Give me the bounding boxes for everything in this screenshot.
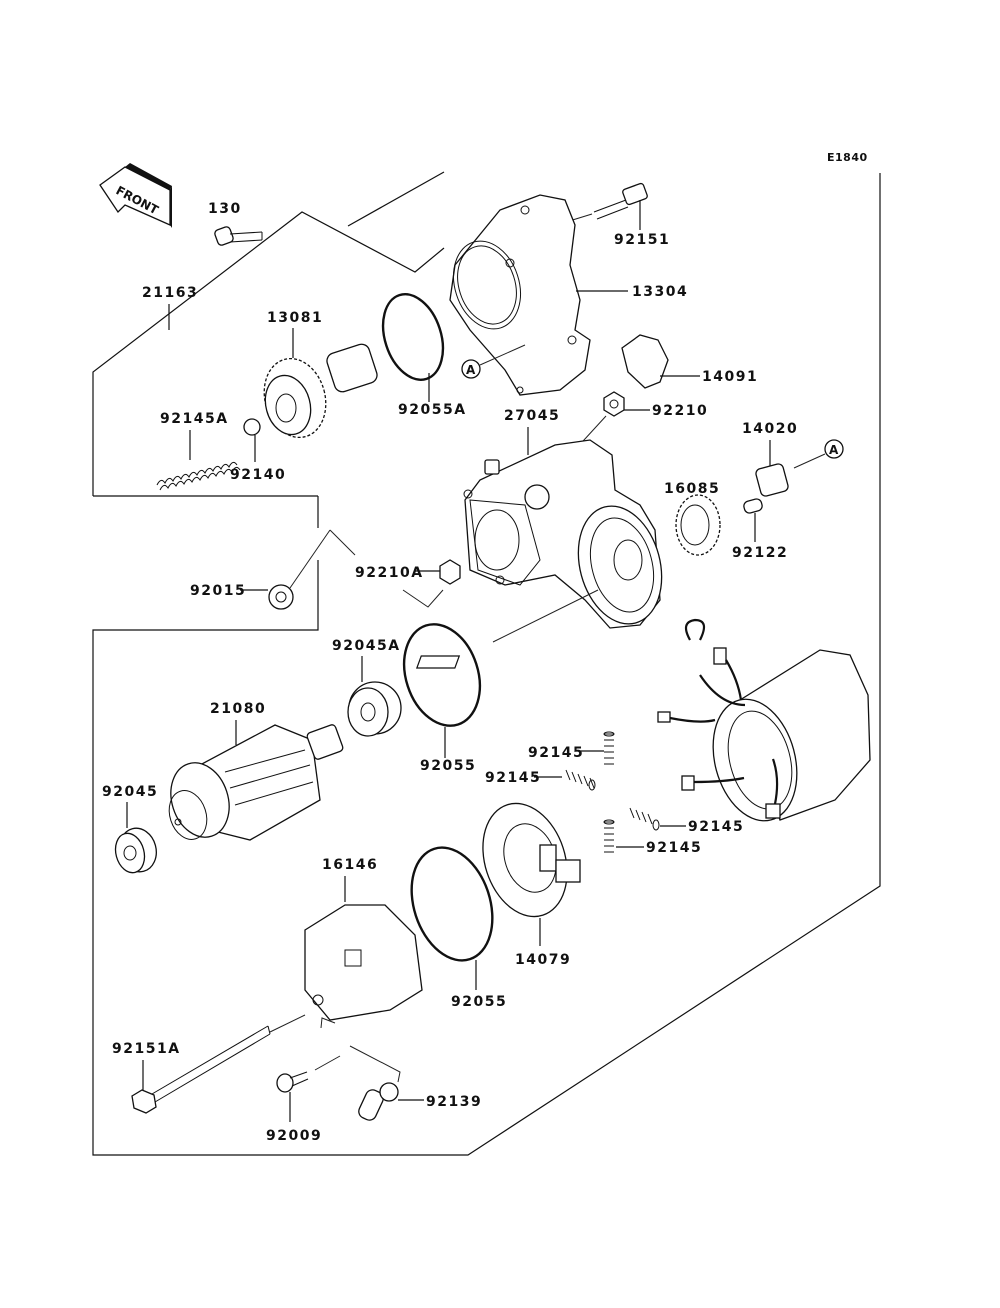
part-92210A-nut: 92210A bbox=[355, 559, 461, 608]
reference-marker-a-label: A bbox=[466, 363, 476, 377]
reference-marker-a-2 bbox=[824, 439, 844, 459]
reference-marker-a bbox=[461, 359, 481, 379]
label-21080: 21080 bbox=[210, 701, 266, 717]
part-92055-o-ring-lower: 92055 bbox=[410, 846, 507, 1010]
label-92055-upper: 92055 bbox=[420, 758, 476, 774]
part-92015-nut: 92015 bbox=[190, 529, 356, 610]
part-16085-idler-gear: 16085 bbox=[664, 481, 721, 556]
part-92140-ball: 92140 bbox=[230, 418, 286, 483]
label-21163: 21163 bbox=[142, 285, 198, 301]
label-14091: 14091 bbox=[702, 369, 758, 385]
part-92145-spring-2: 92145 bbox=[485, 769, 596, 791]
label-14079: 14079 bbox=[515, 952, 571, 968]
part-92145-spring-1: 92145 bbox=[528, 731, 615, 765]
part-21080-armature: 21080 bbox=[168, 701, 344, 841]
part-92145-spring-3: 92145 bbox=[629, 807, 744, 835]
part-92045A-bearing: 92045A bbox=[332, 638, 402, 737]
label-92145-2: 92145 bbox=[485, 770, 541, 786]
part-130-bolt: 130 bbox=[208, 201, 263, 246]
label-92151: 92151 bbox=[614, 232, 670, 248]
part-92009-screw: 92009 bbox=[266, 1055, 341, 1144]
label-92145-3: 92145 bbox=[688, 819, 744, 835]
label-16085: 16085 bbox=[664, 481, 720, 497]
part-27045-solenoid-housing: 27045 bbox=[463, 408, 663, 643]
label-16146: 16146 bbox=[322, 857, 378, 873]
diagram-code: E1840 bbox=[827, 151, 868, 164]
label-92045: 92045 bbox=[102, 784, 158, 800]
label-92015: 92015 bbox=[190, 583, 246, 599]
part-92145-spring-4: 92145 bbox=[603, 819, 702, 856]
part-14079-brush-holder: 14079 bbox=[482, 802, 581, 968]
label-130: 130 bbox=[208, 201, 242, 217]
label-13304: 13304 bbox=[632, 284, 688, 300]
part-14020-pinion: 14020 A bbox=[742, 421, 844, 497]
part-92122-pin: 92122 bbox=[732, 498, 788, 561]
label-92140: 92140 bbox=[230, 467, 286, 483]
label-92055A: 92055A bbox=[398, 402, 467, 418]
part-92139-terminal-bolt: 92139 bbox=[320, 1017, 482, 1121]
label-92210: 92210 bbox=[652, 403, 708, 419]
reference-marker-a-2-label: A bbox=[829, 443, 839, 457]
part-92055A-o-ring: 92055A bbox=[381, 293, 467, 418]
part-92045-bearing: 92045 bbox=[102, 784, 158, 874]
part-yoke-assembly bbox=[415, 618, 871, 822]
assembly-frame bbox=[92, 171, 881, 1156]
label-14020: 14020 bbox=[742, 421, 798, 437]
part-92151-bolt: 92151 bbox=[539, 182, 670, 248]
part-92145A-spring: 92145A bbox=[156, 411, 241, 491]
label-27045: 27045 bbox=[504, 408, 560, 424]
label-92145A: 92145A bbox=[160, 411, 229, 427]
label-13081: 13081 bbox=[267, 310, 323, 326]
part-92055-o-ring-upper: 92055 bbox=[402, 623, 482, 774]
label-92122: 92122 bbox=[732, 545, 788, 561]
label-92210A: 92210A bbox=[355, 565, 424, 581]
label-92145-4: 92145 bbox=[646, 840, 702, 856]
front-arrow-icon: FRONT bbox=[99, 163, 172, 228]
label-92055-lower: 92055 bbox=[451, 994, 507, 1010]
part-13304-housing: 13304 A bbox=[449, 194, 688, 396]
label-92151A: 92151A bbox=[112, 1041, 181, 1057]
label-92009: 92009 bbox=[266, 1128, 322, 1144]
part-14091-cap: 14091 bbox=[621, 334, 758, 389]
label-92145-1: 92145 bbox=[528, 745, 584, 761]
label-92139: 92139 bbox=[426, 1094, 482, 1110]
part-13081-drive-gear: 13081 bbox=[263, 310, 378, 439]
part-92151A-through-bolt: 92151A bbox=[112, 1025, 271, 1114]
part-16146-end-cover: 16146 bbox=[269, 857, 423, 1033]
label-92045A: 92045A bbox=[332, 638, 401, 654]
